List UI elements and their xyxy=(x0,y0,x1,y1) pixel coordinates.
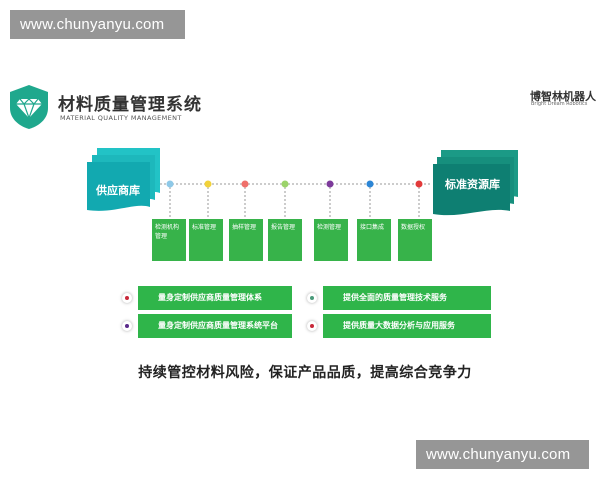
feature-text: 提供质量大数据分析与应用服务 xyxy=(343,321,455,330)
step-testing-agency: 检测机构管理 xyxy=(152,219,186,261)
step-sampling: 抽样管理 xyxy=(229,219,263,261)
watermark-bottom: www.chunyanyu.com xyxy=(416,440,589,469)
standard-library-stack xyxy=(433,150,518,216)
brand-tagline: Bright Dream Robotics xyxy=(531,101,588,107)
bullet-icon xyxy=(122,321,132,331)
step-interface: 接口集成 xyxy=(357,219,391,261)
feature-bar: 提供全面的质量管理技术服务 xyxy=(307,286,491,310)
connector-dot xyxy=(415,180,423,188)
connector-dot xyxy=(166,180,174,188)
feature-bar: 量身定制供应商质量管理系统平台 xyxy=(122,314,292,338)
supplier-library-label: 供应商库 xyxy=(96,184,140,197)
feature-text: 量身定制供应商质量管理体系 xyxy=(158,293,262,302)
feature-bar: 量身定制供应商质量管理体系 xyxy=(122,286,292,310)
bullet-icon xyxy=(307,293,317,303)
connector-dot xyxy=(326,180,334,188)
diamond-shield-logo-icon xyxy=(10,85,48,129)
standard-library-label: 标准资源库 xyxy=(445,178,500,191)
step-report: 报告管理 xyxy=(268,219,302,261)
bullet-icon xyxy=(307,321,317,331)
feature-bar: 提供质量大数据分析与应用服务 xyxy=(307,314,491,338)
connector-dot xyxy=(366,180,374,188)
step-authorization: 数据授权 xyxy=(398,219,432,261)
watermark-top: www.chunyanyu.com xyxy=(10,10,185,39)
feature-text: 提供全面的质量管理技术服务 xyxy=(343,293,447,302)
page-subtitle: MATERIAL QUALITY MANAGEMENT xyxy=(60,114,182,122)
brand-name: 博智林机器人 xyxy=(530,90,596,103)
step-inspection: 检测管理 xyxy=(314,219,348,261)
step-standard: 标准管理 xyxy=(189,219,223,261)
slogan: 持续管控材料风险，保证产品品质，提高综合竞争力 xyxy=(138,365,472,381)
bullet-icon xyxy=(122,293,132,303)
supplier-library-stack xyxy=(87,148,160,211)
connector-dot xyxy=(281,180,289,188)
connector-dot xyxy=(204,180,212,188)
page-title: 材料质量管理系统 xyxy=(58,95,202,115)
connector-dot xyxy=(241,180,249,188)
feature-text: 量身定制供应商质量管理系统平台 xyxy=(158,321,278,330)
